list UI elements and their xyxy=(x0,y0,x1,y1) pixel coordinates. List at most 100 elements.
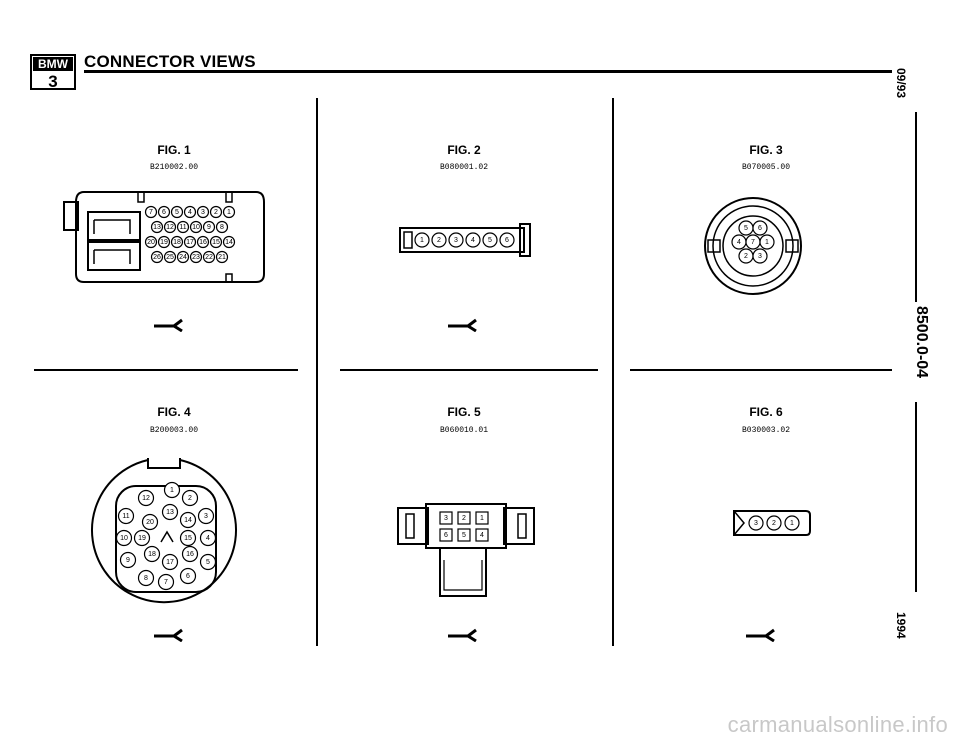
pin-label: 2 xyxy=(188,495,192,502)
connector-pin: 6 xyxy=(439,528,453,542)
connector-pin: 7 xyxy=(144,205,158,219)
pin-label: 16 xyxy=(199,239,207,246)
fig-5-code: B060010.01 xyxy=(439,426,488,435)
pin-label: 6 xyxy=(505,237,509,244)
connector-pin: 3 xyxy=(748,515,764,531)
connector-pin: 11 xyxy=(176,220,190,234)
pin-label: 3 xyxy=(444,515,448,522)
pin-label: 2 xyxy=(744,253,748,260)
side-rule-top xyxy=(915,112,917,302)
connector-pin: 18 xyxy=(170,235,184,249)
pin-label: 6 xyxy=(162,209,166,216)
pin-label: 21 xyxy=(218,254,226,261)
fig-1-pin-row-1: 7 6 5 4 3 2 1 xyxy=(144,205,236,219)
pin-label: 1 xyxy=(170,487,174,494)
pin-label: 3 xyxy=(754,520,758,527)
pin-label: 1 xyxy=(790,520,794,527)
pin-label: 3 xyxy=(201,209,205,216)
page-title: CONNECTOR VIEWS xyxy=(84,52,256,71)
pin-label: 10 xyxy=(120,535,128,542)
pin-label: 7 xyxy=(149,209,153,216)
header-rule xyxy=(84,70,892,73)
pin-label: 18 xyxy=(148,551,156,558)
connector-pin: 14 xyxy=(222,235,236,249)
connector-pin: 26 xyxy=(150,250,164,264)
pin-label: 2 xyxy=(772,520,776,527)
connector-pin: 8 xyxy=(215,220,229,234)
connector-pin: 6 xyxy=(752,220,768,236)
fig-1-code: B210002.00 xyxy=(149,163,198,172)
connector-pin: 23 xyxy=(189,250,203,264)
connector-pin: 3 xyxy=(196,205,210,219)
pin-label: 2 xyxy=(437,237,441,244)
column-divider-1 xyxy=(316,98,318,646)
fig-1-pointer-mark xyxy=(152,318,188,337)
connector-pin: 13 xyxy=(150,220,164,234)
fig-4-title: FIG. 4 xyxy=(157,405,191,419)
pin-label: 4 xyxy=(206,535,210,542)
connector-pin: 1 xyxy=(784,515,800,531)
pin-label: 1 xyxy=(227,209,231,216)
connector-pin: 8 xyxy=(137,569,155,587)
connector-pin: 5 xyxy=(199,553,217,571)
fig-3-title: FIG. 3 xyxy=(749,143,783,157)
pin-label: 19 xyxy=(138,535,146,542)
connector-pin: 14 xyxy=(179,511,197,529)
pin-label: 11 xyxy=(179,224,186,231)
connector-pin: 10 xyxy=(189,220,203,234)
pin-label: 16 xyxy=(186,551,194,558)
fig-4-code: B200003.00 xyxy=(149,426,198,435)
pin-label: 10 xyxy=(192,224,200,231)
connector-pin: 5 xyxy=(482,232,498,248)
pin-label: 14 xyxy=(184,517,192,524)
pin-label: 2 xyxy=(214,209,218,216)
connector-pin: 6 xyxy=(499,232,515,248)
connector-pin: 19 xyxy=(157,235,171,249)
pin-label: 5 xyxy=(206,559,210,566)
pin-label: 20 xyxy=(147,239,155,246)
pin-label: 8 xyxy=(144,575,148,582)
pin-label: 15 xyxy=(184,535,192,542)
pin-label: 3 xyxy=(454,237,458,244)
svg-text:BMW: BMW xyxy=(38,57,69,71)
connector-pin: 5 xyxy=(170,205,184,219)
watermark: carmanualsonline.info xyxy=(727,712,948,737)
pin-label: 4 xyxy=(471,237,475,244)
side-code: 8500.0-04 xyxy=(913,306,930,379)
pin-label: 15 xyxy=(212,239,220,246)
pin-label: 6 xyxy=(444,532,448,539)
side-date: 09/93 xyxy=(894,68,908,99)
connector-pin: 4 xyxy=(199,529,217,547)
pin-label: 5 xyxy=(175,209,179,216)
pin-label: 24 xyxy=(179,254,187,261)
connector-pin: 16 xyxy=(196,235,210,249)
connector-pin: 7 xyxy=(157,573,175,591)
fig-6-pointer-mark xyxy=(744,628,780,647)
pin-label: 7 xyxy=(164,579,168,586)
connector-pin: 19 xyxy=(133,529,151,547)
connector-pin: 20 xyxy=(144,235,158,249)
connector-pin: 6 xyxy=(179,567,197,585)
fig-6-pins: 3 2 1 xyxy=(748,515,800,531)
pin-label: 9 xyxy=(207,224,211,231)
pin-label: 23 xyxy=(192,254,200,261)
connector-pin: 10 xyxy=(115,529,133,547)
connector-pin: 11 xyxy=(117,507,135,525)
pin-label: 4 xyxy=(737,239,741,246)
connector-pin: 12 xyxy=(137,489,155,507)
connector-pin: 12 xyxy=(163,220,177,234)
fig-1-title: FIG. 1 xyxy=(157,143,191,157)
row-divider-1 xyxy=(34,369,298,371)
fig-5-pointer-mark xyxy=(446,628,482,647)
connector-pin: 25 xyxy=(163,250,177,264)
pin-label: 12 xyxy=(142,495,150,502)
connector-pin: 1 xyxy=(163,481,181,499)
pin-label: 4 xyxy=(188,209,192,216)
bmw-3-series-logo: BMW 3 xyxy=(30,54,80,92)
connector-pin: 15 xyxy=(179,529,197,547)
